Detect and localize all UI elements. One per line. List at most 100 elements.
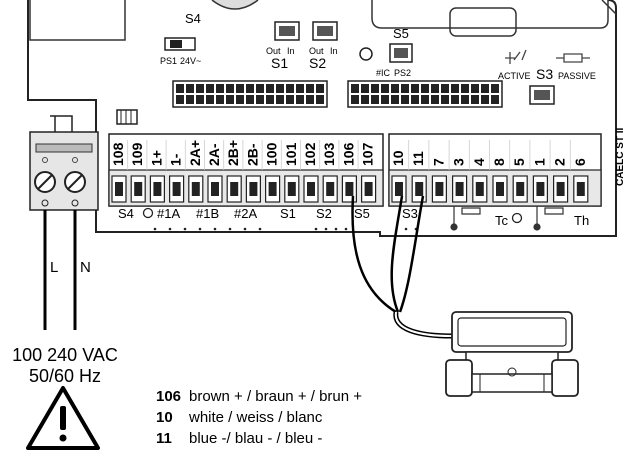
right-header-pin xyxy=(411,84,419,93)
label-s3: S3 xyxy=(402,206,418,221)
right-header-pin xyxy=(371,95,379,104)
dot-marker xyxy=(228,227,232,231)
s1-in-label: In xyxy=(287,46,295,56)
left-header-pin xyxy=(276,84,284,93)
left-header-pin xyxy=(286,84,294,93)
left-header-pin xyxy=(186,95,194,104)
passive-sensor-icon xyxy=(556,53,590,63)
left-header-pin xyxy=(196,95,204,104)
right-terminal-label: 5 xyxy=(511,158,527,166)
dot-marker xyxy=(324,227,328,231)
s3-passive-label: PASSIVE xyxy=(558,71,596,81)
label-s1: S1 xyxy=(280,206,296,221)
left-header-pin xyxy=(226,95,234,104)
dotted-markers xyxy=(153,227,418,231)
label-th: Th xyxy=(574,213,589,228)
left-terminal-label: 108 xyxy=(110,142,126,166)
right-header-pin xyxy=(401,84,409,93)
switch-s3[interactable]: ACTIVE S3 PASSIVE xyxy=(498,49,596,105)
dot-marker xyxy=(213,227,217,231)
right-header-pin xyxy=(461,95,469,104)
s5-left-label: #IC xyxy=(376,68,391,78)
dot-marker xyxy=(168,227,172,231)
s3-label: S3 xyxy=(536,66,553,82)
right-terminal-label: 10 xyxy=(390,150,406,166)
s2-label: S2 xyxy=(309,55,326,71)
legend-terminal-106: 106 xyxy=(156,388,182,405)
dot-marker xyxy=(344,227,348,231)
dot-marker xyxy=(334,227,338,231)
dot-marker xyxy=(258,227,262,231)
dot-marker xyxy=(243,227,247,231)
s3-active-label: ACTIVE xyxy=(498,71,531,81)
power-terminal-block xyxy=(29,115,99,211)
switch-s1[interactable]: Out In S1 xyxy=(266,21,300,71)
right-header-pin xyxy=(411,95,419,104)
left-terminal-label: 101 xyxy=(283,142,299,166)
right-header-pin xyxy=(361,84,369,93)
left-header-pin xyxy=(236,95,244,104)
s4-label: S4 xyxy=(185,11,201,26)
left-terminal-label: 1+ xyxy=(148,150,164,166)
right-header-pin xyxy=(351,95,359,104)
screw-l-icon xyxy=(34,171,56,193)
right-terminal-label: 11 xyxy=(410,151,426,166)
label-tc: Tc xyxy=(495,213,509,228)
left-header-pin xyxy=(216,95,224,104)
phase-label: L xyxy=(50,259,58,276)
left-header-pin xyxy=(296,84,304,93)
right-header-pin xyxy=(361,95,369,104)
right-header-pin xyxy=(471,95,479,104)
dot-marker xyxy=(198,227,202,231)
switch-s4[interactable]: S4 PS1 24V~ xyxy=(160,11,201,66)
right-terminal-label: 7 xyxy=(430,158,446,166)
left-header-pin xyxy=(176,84,184,93)
right-terminal-label: 8 xyxy=(491,158,507,166)
left-terminal-label: 2B+ xyxy=(225,140,241,166)
left-header-pin xyxy=(206,84,214,93)
right-header-pin xyxy=(381,95,389,104)
legend-desc-106: brown + / braun + / brun + xyxy=(189,388,363,405)
right-header-pin xyxy=(421,95,429,104)
left-header-pin xyxy=(256,95,264,104)
right-header-pin xyxy=(491,95,499,104)
thermistor-th-icon xyxy=(533,206,564,231)
left-terminal-label: 102 xyxy=(302,142,318,166)
legend-terminal-10: 10 xyxy=(156,409,173,426)
switch-s2[interactable]: Out In S2 xyxy=(309,21,338,71)
sensor-cable xyxy=(351,195,453,339)
left-terminal-label: 103 xyxy=(321,142,337,166)
switch-s5[interactable]: S5 #IC PS2 xyxy=(359,26,413,78)
left-header-pin xyxy=(216,84,224,93)
flow-sensor xyxy=(445,311,579,397)
right-header-pin xyxy=(471,84,479,93)
left-terminal-label: 1- xyxy=(168,153,184,166)
left-terminal-label: 100 xyxy=(264,142,280,166)
label-1a: #1A xyxy=(157,206,180,221)
s5-label: S5 xyxy=(393,26,409,41)
component-capacitor xyxy=(116,109,138,125)
right-header-pin xyxy=(491,84,499,93)
model-label: CAELC ST II xyxy=(615,127,626,186)
left-header-pin xyxy=(286,95,294,104)
right-terminal-label: 3 xyxy=(451,158,467,166)
active-sensor-icon xyxy=(505,49,527,64)
left-header-pin xyxy=(296,95,304,104)
right-header-pin xyxy=(381,84,389,93)
right-terminal-label: 6 xyxy=(572,158,588,166)
neutral-label: N xyxy=(80,259,91,276)
label-1b: #1B xyxy=(196,206,219,221)
right-header-pin xyxy=(401,95,409,104)
right-header-pin xyxy=(351,84,359,93)
legend-desc-11: blue -/ blau - / bleu - xyxy=(189,430,323,447)
right-header-pin xyxy=(441,84,449,93)
right-header-pin xyxy=(441,95,449,104)
s1-out-label: Out xyxy=(266,46,281,56)
left-header-pin xyxy=(256,84,264,93)
right-header-pin xyxy=(451,95,459,104)
left-terminal-label: 2A+ xyxy=(187,140,203,166)
bottom-labels: S4 #1A #1B #2A S1 S2 S5 S3 Tc Th xyxy=(118,206,589,231)
s4-left-label: PS1 xyxy=(160,56,177,66)
